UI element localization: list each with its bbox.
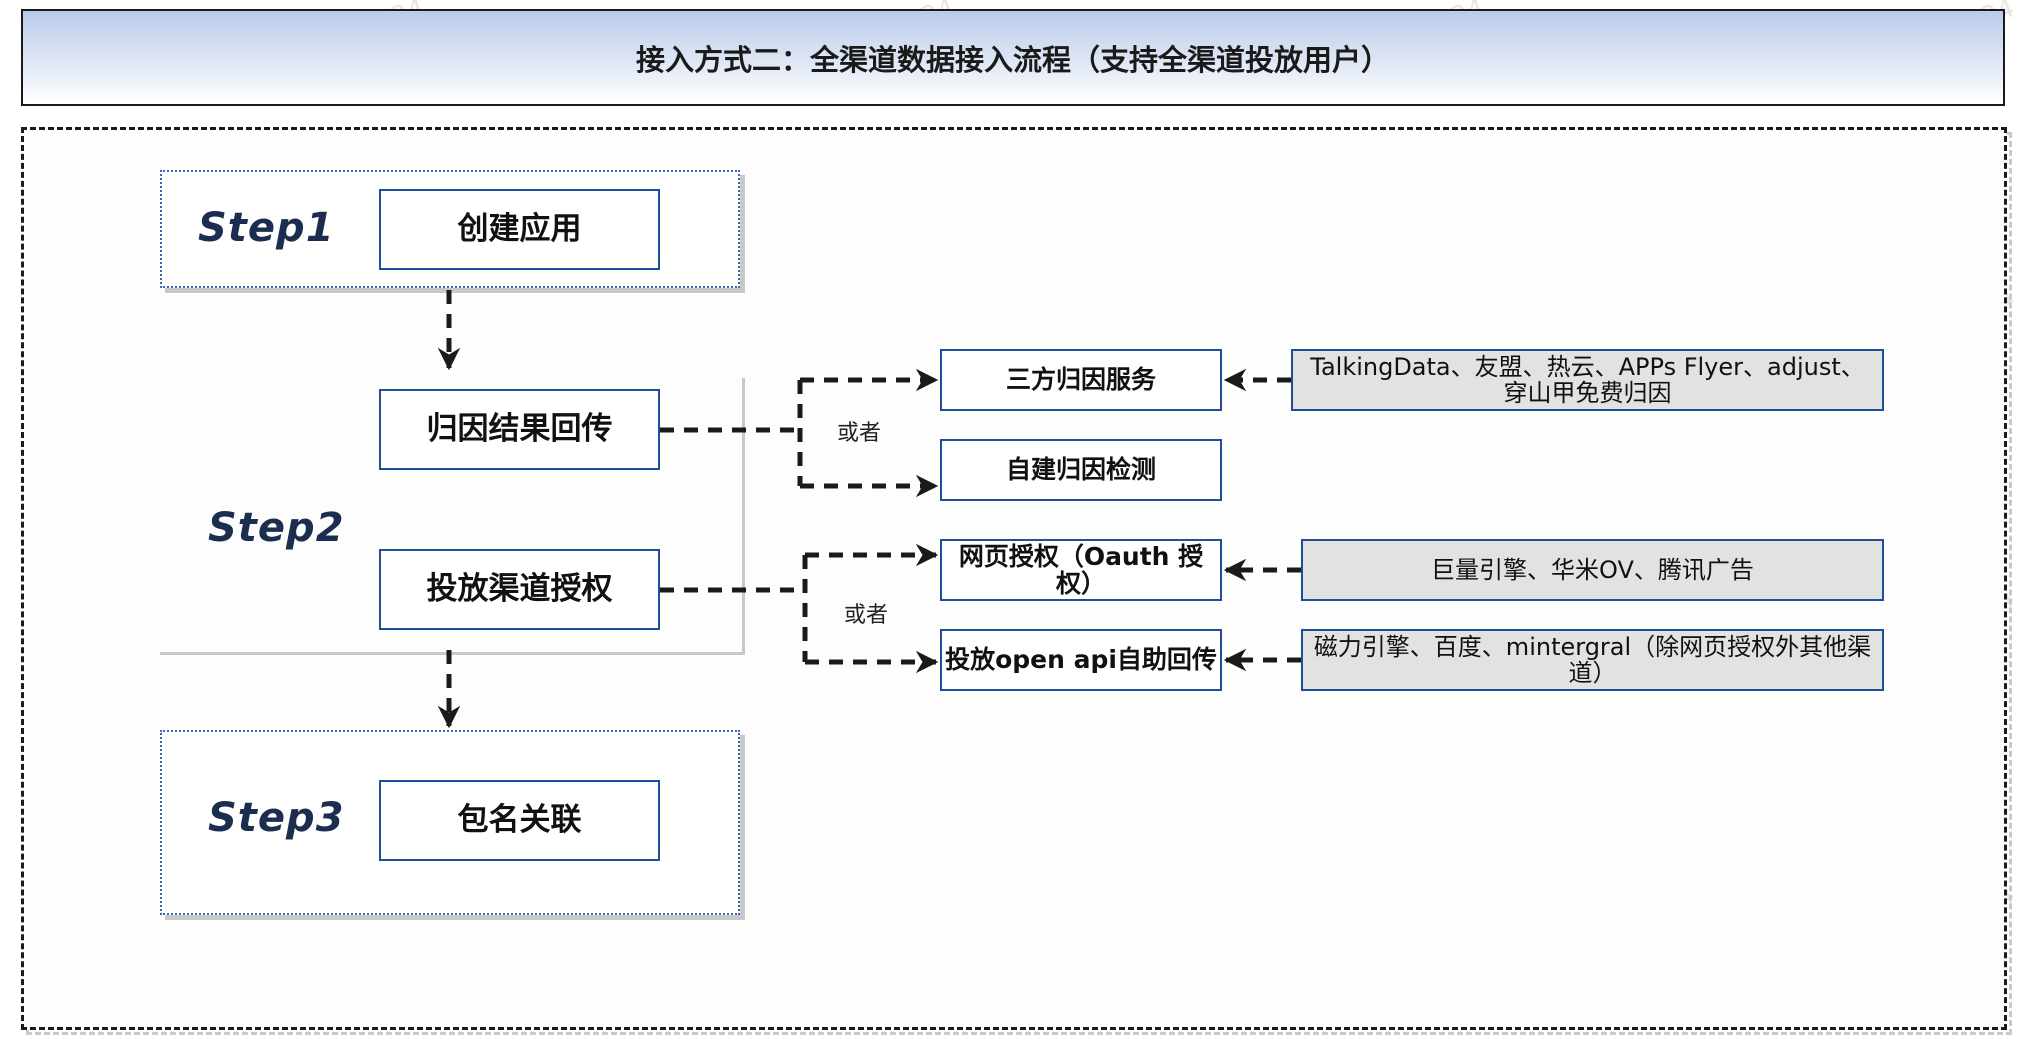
attribution-callback-node: 归因结果回传 [379, 389, 660, 470]
oauth-sources-node: 巨量引擎、华米OV、腾讯广告 [1301, 539, 1884, 601]
step2-label: Step2 [208, 505, 345, 551]
channel-auth-node: 投放渠道授权 [379, 549, 660, 630]
step3-label: Step3 [208, 795, 345, 841]
or-label-attribution: 或者 [837, 421, 882, 446]
step1-label: Step1 [198, 205, 335, 251]
create-app-node: 创建应用 [379, 189, 660, 270]
oauth-node: 网页授权（Oauth 授权） [940, 539, 1222, 601]
or-label-channel: 或者 [844, 603, 889, 628]
third-party-sources-node: TalkingData、友盟、热云、APPs Flyer、adjust、穿山甲免… [1291, 349, 1884, 411]
step2-panel [160, 378, 745, 655]
third-party-attribution-node: 三方归因服务 [940, 349, 1222, 411]
package-link-node: 包名关联 [379, 780, 660, 861]
open-api-sources-node: 磁力引擎、百度、mintergral（除网页授权外其他渠道） [1301, 629, 1884, 691]
self-attribution-node: 自建归因检测 [940, 439, 1222, 501]
diagram-title: 接入方式二：全渠道数据接入流程（支持全渠道投放用户） [21, 9, 2005, 106]
open-api-node: 投放open api自助回传 [940, 629, 1222, 691]
